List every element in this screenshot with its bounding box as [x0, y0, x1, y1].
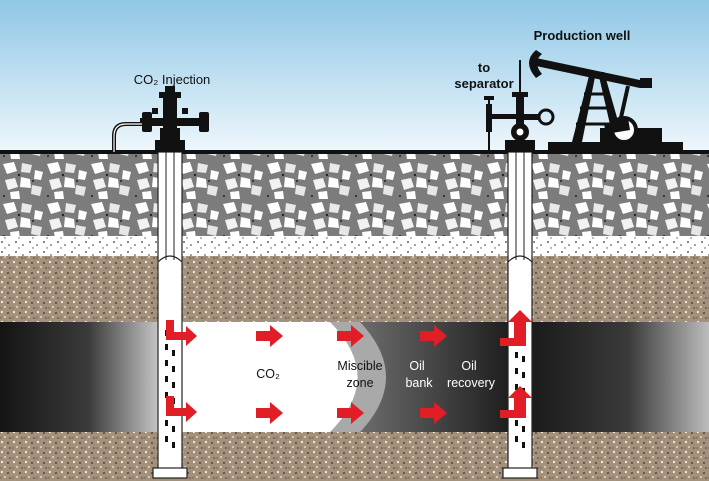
elbow-arrow-production-upper	[500, 310, 532, 346]
arrow-bank-upper	[420, 325, 447, 347]
flow-arrows	[166, 310, 532, 424]
label-oil-bank-2: bank	[405, 376, 433, 390]
label-zone: zone	[346, 376, 373, 390]
label-co2-injection: CO₂ Injection	[134, 72, 211, 87]
reservoir-layer	[0, 322, 709, 432]
lower-soil-layer	[0, 432, 709, 481]
arrow-co2-lower	[256, 402, 283, 424]
oil-bank-zone	[355, 322, 510, 432]
label-co2-zone: CO₂	[256, 367, 280, 381]
upper-soil-layer	[0, 256, 709, 322]
arrow-miscible-upper	[337, 325, 364, 347]
elbow-arrow-lower	[166, 396, 197, 422]
gravel-layer	[0, 154, 709, 236]
elbow-arrow-production-lower	[500, 386, 532, 418]
label-oil-bank-1: Oil	[409, 359, 424, 373]
ground-line	[0, 150, 709, 154]
injection-well	[152, 151, 188, 479]
label-oil-recovery-2: recovery	[447, 376, 496, 390]
elbow-arrow-upper	[166, 320, 197, 346]
sand-layer	[0, 236, 709, 256]
label-oil-recovery-1: Oil	[461, 359, 476, 373]
label-to: to	[478, 60, 490, 75]
label-miscible: Miscible	[337, 359, 382, 373]
co2-zone	[180, 322, 358, 432]
arrow-bank-lower	[420, 402, 447, 424]
label-production-well: Production well	[534, 28, 631, 43]
label-separator: separator	[454, 76, 513, 91]
injection-wellhead	[112, 86, 209, 152]
arrow-miscible-lower	[337, 402, 364, 424]
pump-jack	[484, 50, 683, 152]
arrow-co2-upper	[256, 325, 283, 347]
